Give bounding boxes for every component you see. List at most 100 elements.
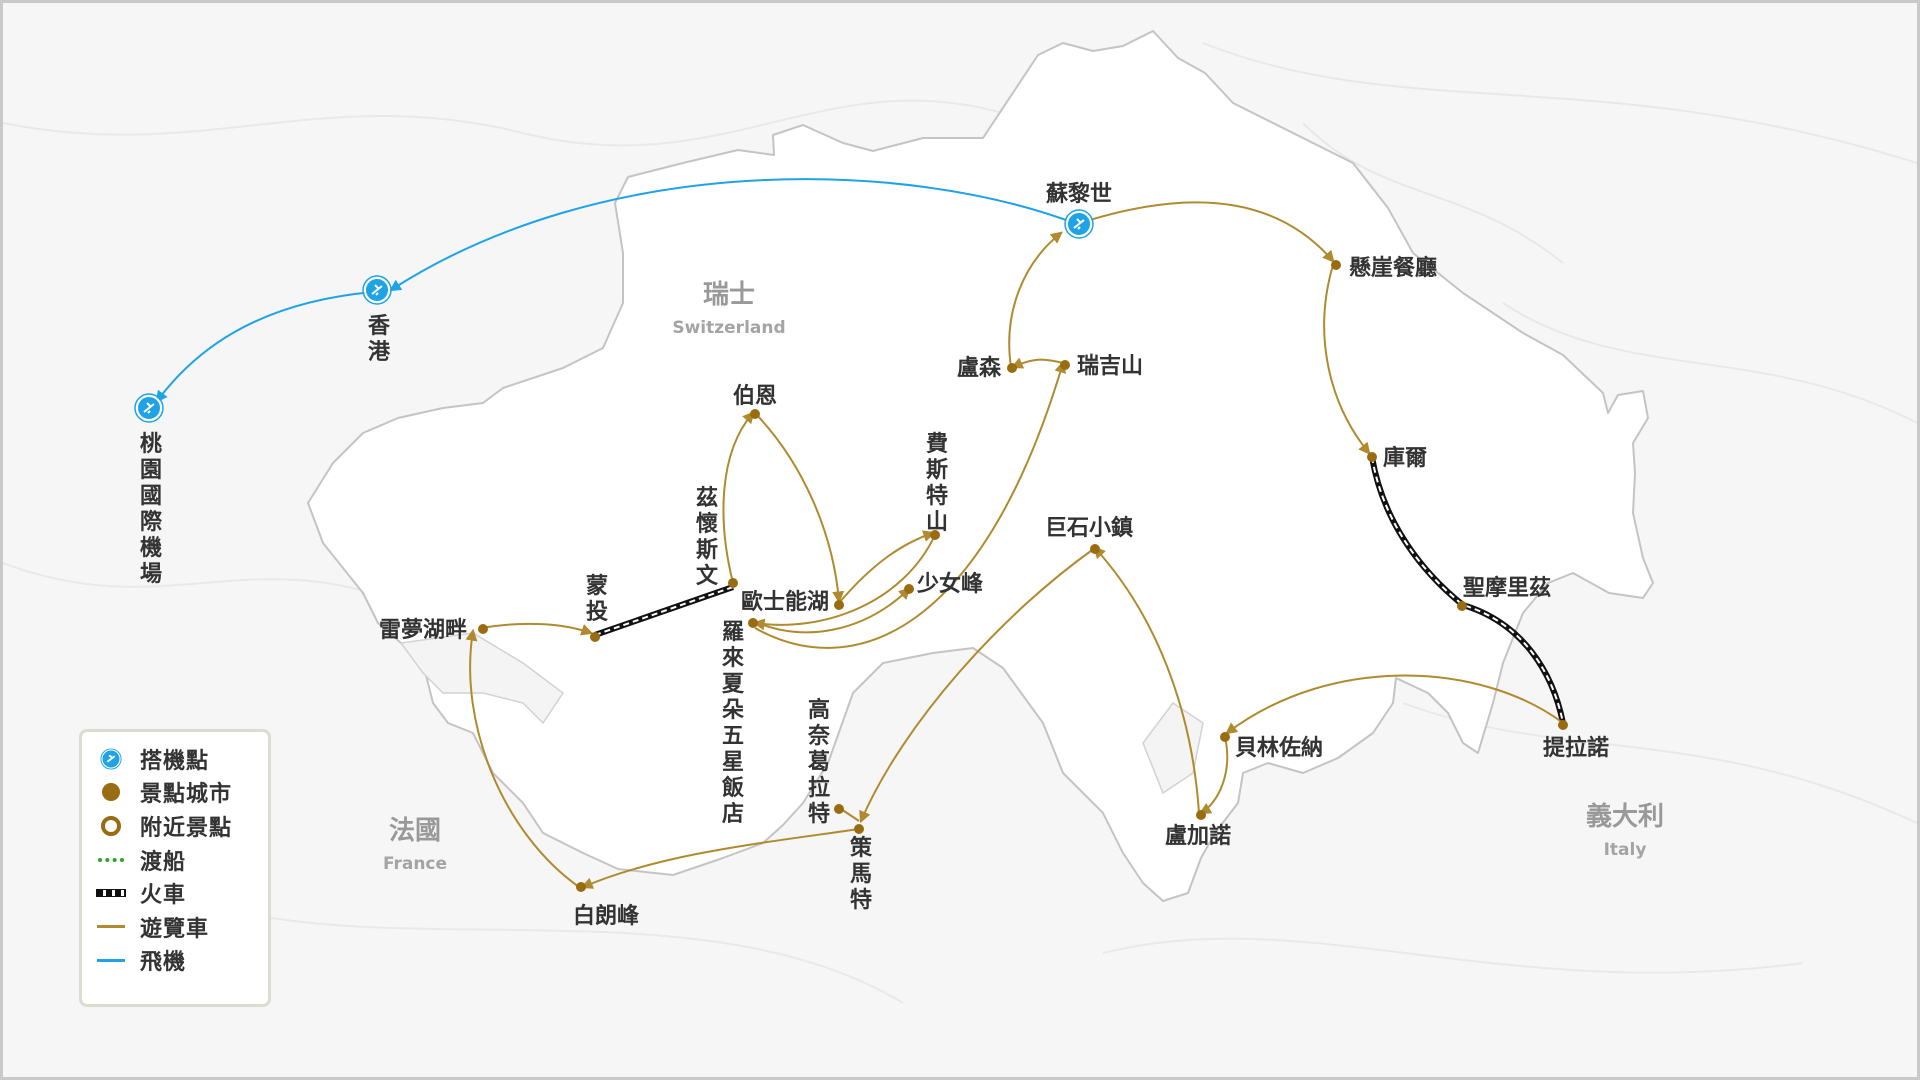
lake-lugano [1142,701,1204,795]
lake-leman [399,632,565,725]
legend-label-ferry: 渡船 [140,849,187,875]
place-label-jungfrau: 少女峰 [916,571,984,597]
plane-route-hongkong-taoyuan [155,291,374,403]
place-label-taoyuan: 桃園國際機場 [140,432,163,587]
route-map: 瑞士 Switzerland 法國 France 義大利 Italy 蘇黎世 懸… [3,30,1917,1004]
bus-route-zweisimmen-bern [722,411,755,584]
bus-route-zermatt-montblanc [580,828,860,889]
bus-route-cliff-chur [1323,264,1371,455]
train-route-montreux-zweisimmen [594,586,734,636]
train-line-icon [96,878,126,908]
city-dot-montreux [590,632,600,642]
place-label-lauterbrunnen: 羅來夏朵五星飯店 [721,620,745,827]
nearby-ring-icon [96,811,126,841]
bus-route-zurich-cliff [1076,201,1335,263]
bus-route-zermatt-gornergrat [840,808,860,822]
airport-marker-taoyuan [134,393,164,423]
legend-item-nearby: 附近景點 [96,809,268,843]
place-label-st-moritz: 聖摩里茲 [1463,575,1551,601]
bus-route-lugano-stonetown [1093,546,1200,814]
country-label-switzerland-en: Switzerland [672,318,785,338]
bus-route-leman-montreux [480,622,594,636]
place-label-hongkong: 香港 [368,314,391,365]
city-dot-cliff [1331,260,1341,270]
city-dot-zweisimmen [728,578,738,588]
switzerland-landmass [307,30,1654,902]
city-dots [478,260,1568,892]
bus-route-lucerne-zurich [1008,231,1063,368]
legend-label-city: 景點城市 [140,782,233,808]
city-dot-chur [1367,452,1377,462]
city-dot-lucerne [1007,363,1017,373]
place-label-bellinzona: 貝林佐納 [1235,735,1323,761]
city-dot-interlaken [834,600,844,610]
plane-line-icon [96,945,126,975]
plane-routes [155,178,1078,403]
city-dot-icon [96,777,126,807]
place-label-first: 費斯特山 [926,432,948,535]
city-dot-rigi [1060,360,1070,370]
legend-label-airport: 搭機點 [140,748,210,774]
airport-icon [96,744,126,774]
bus-route-bern-interlaken [754,412,845,604]
place-label-lugano: 盧加諾 [1165,823,1231,849]
city-dot-leman [478,624,488,634]
city-dot-bern [750,409,760,419]
legend-item-plane: 飛機 [96,944,268,978]
place-label-zermatt: 策馬特 [850,835,873,913]
train-route-chur-tirano [1371,456,1564,724]
city-dot-gornergrat [834,804,844,814]
airport-marker-hongkong [362,275,392,305]
place-label-montreux: 蒙投 [586,574,608,625]
bus-line-icon [96,912,126,942]
place-label-stonetown: 巨石小鎮 [1045,515,1133,541]
place-label-bern: 伯恩 [733,383,777,409]
city-dot-jungfrau [904,584,914,594]
bus-route-rigi-lucerne [1010,357,1064,369]
place-label-gornergrat: 高奈葛拉特 [807,697,831,827]
place-label-interlaken: 歐士能湖 [741,589,829,615]
city-dot-first [930,530,940,540]
bus-route-interlaken-first [838,530,936,604]
place-label-chur: 庫爾 [1383,445,1427,471]
place-label-cliff-restaurant: 懸崖餐廳 [1349,255,1437,281]
bus-route-tirano-bellinzona [1225,674,1564,735]
place-label-lucerne: 盧森 [957,355,1002,381]
city-dot-stonetown [1090,544,1100,554]
legend-label-bus: 遊覽車 [140,916,210,942]
bus-route-lauterbrunnen-rigi [754,360,1067,649]
country-label-switzerland-zh: 瑞士 [703,280,755,310]
city-dot-stmoritz [1457,601,1467,611]
country-label-italy-zh: 義大利 [1586,802,1664,832]
bus-routes [465,201,1564,889]
bus-route-stonetown-zermatt [859,547,1096,824]
legend-panel: 搭機點 景點城市 附近景點 渡船 火車 遊覽車 飛機 [79,729,271,1007]
place-label-zweisimmen: 茲懷斯文 [696,486,719,589]
place-label-zurich: 蘇黎世 [1045,181,1112,207]
city-dot-zermatt [854,824,864,834]
ferry-line-icon [96,845,126,875]
place-label-tirano: 提拉諾 [1543,735,1609,761]
country-label-italy-en: Italy [1604,840,1647,860]
legend-label-plane: 飛機 [140,950,187,976]
city-dot-lauterbrunnen [748,618,758,628]
plane-route-zurich-hongkong [388,178,1078,292]
country-label-france-en: France [383,854,447,874]
place-label-lac-leman: 雷夢湖畔 [379,618,467,643]
bus-route-first-lauterbrunnen [752,534,936,631]
legend-label-nearby: 附近景點 [140,815,233,841]
bus-route-bellinzona-lugano [1198,736,1229,815]
place-label-mont-blanc: 白朗峰 [573,903,640,929]
legend-item-airport: 搭機點 [96,742,268,776]
legend-item-train: 火車 [96,876,268,910]
legend-item-city: 景點城市 [96,776,268,810]
city-dot-lugano [1196,810,1206,820]
legend-item-bus: 遊覽車 [96,910,268,944]
airport-marker-zurich [1064,209,1094,239]
city-dot-tirano [1558,720,1568,730]
legend-item-ferry: 渡船 [96,843,268,877]
bus-route-lauterbrunnen-jungfrau [752,587,911,634]
city-dot-bellinzona [1220,732,1230,742]
legend-label-train: 火車 [140,883,187,909]
